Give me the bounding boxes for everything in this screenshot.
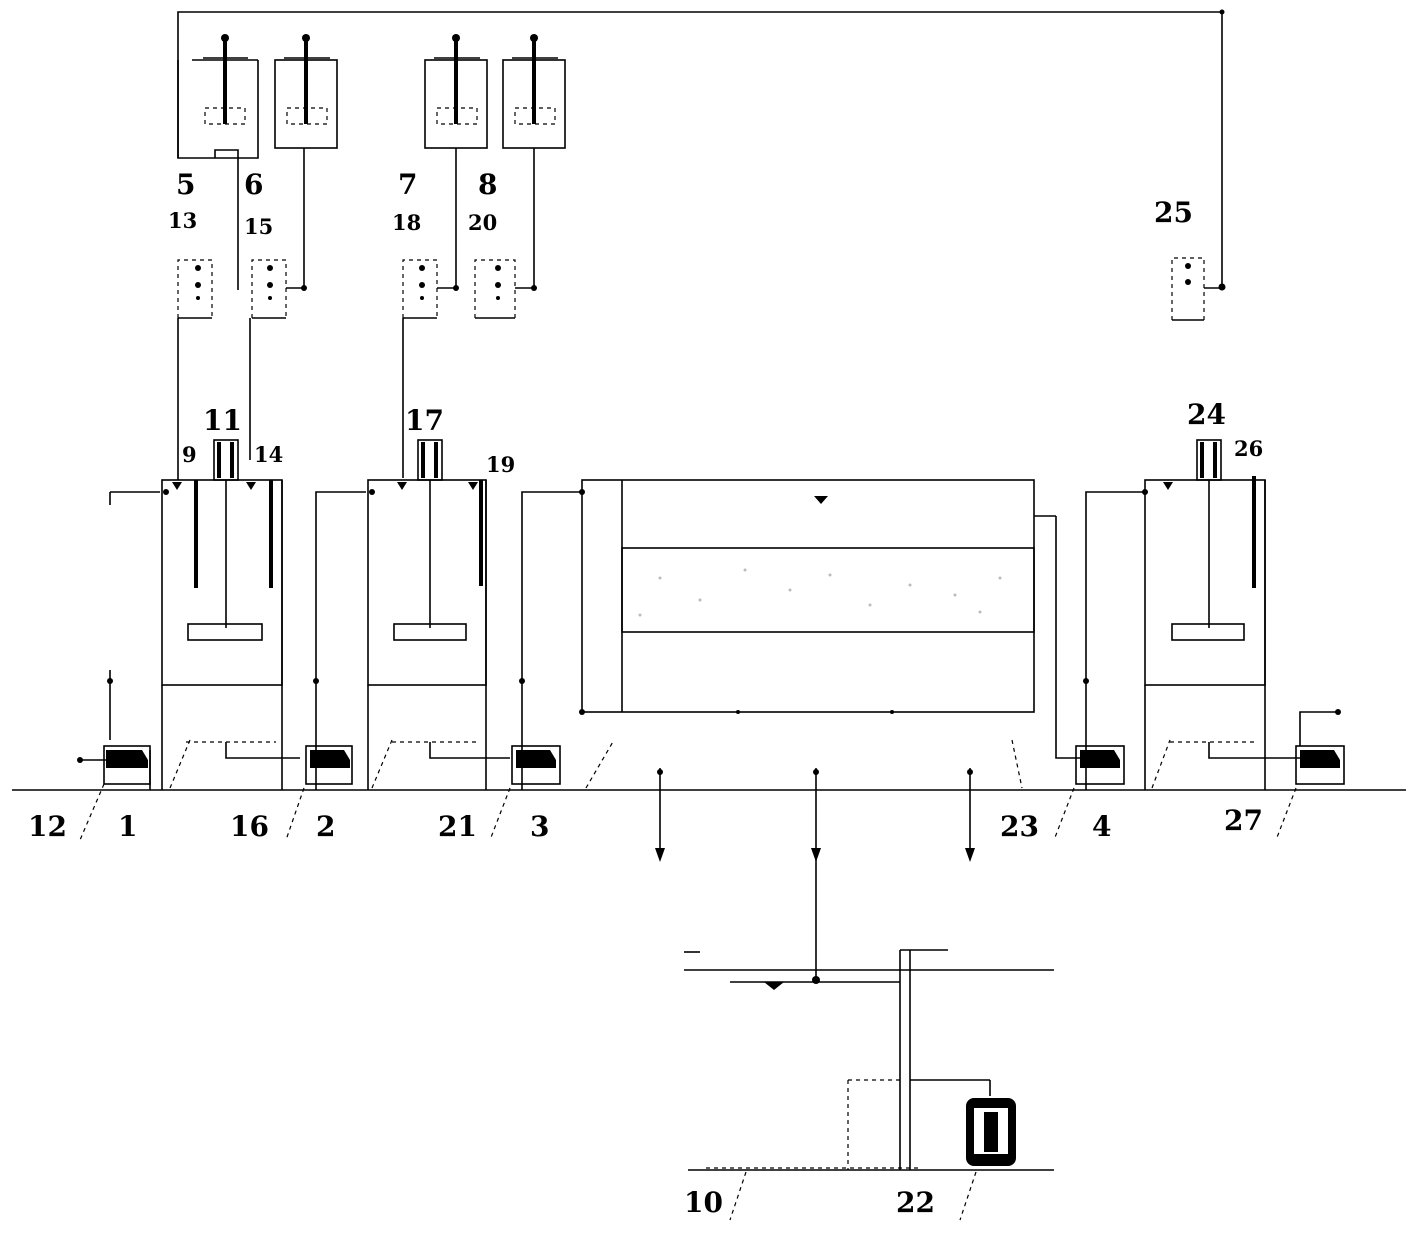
label-23: 23 (1000, 810, 1039, 843)
label-5: 5 (176, 168, 195, 201)
metering-pump-13 (177, 259, 213, 480)
diaphragm-pump-22 (959, 1098, 1016, 1221)
metering-pump-15 (249, 259, 307, 460)
pump-27 (1275, 709, 1345, 841)
pump-23 (1053, 491, 1143, 841)
reactor-tank-4 (1142, 439, 1300, 790)
filter-media (638, 568, 1002, 617)
label-9: 9 (182, 442, 197, 467)
sludge-drains (655, 768, 975, 980)
label-1: 1 (118, 810, 137, 843)
label-11: 11 (203, 404, 242, 437)
label-27: 27 (1224, 804, 1263, 837)
sludge-tank-10 (684, 949, 1054, 1221)
overhead-pipe (177, 9, 1226, 291)
label-22: 22 (896, 1186, 935, 1219)
label-2: 2 (316, 810, 335, 843)
label-25: 25 (1154, 196, 1193, 229)
metering-pump-25 (1171, 257, 1222, 321)
label-21: 21 (438, 810, 477, 843)
label-10: 10 (684, 1186, 723, 1219)
label-3: 3 (530, 810, 549, 843)
label-12: 12 (28, 810, 67, 843)
pump-12 (77, 491, 160, 841)
dosing-tank-5 (177, 34, 259, 290)
label-17: 17 (405, 404, 444, 437)
metering-pump-18 (402, 259, 459, 478)
label-4: 4 (1092, 810, 1111, 843)
label-7: 7 (398, 168, 417, 201)
dosing-tank-8 (502, 34, 566, 288)
label-8: 8 (478, 168, 497, 201)
label-26: 26 (1234, 436, 1263, 461)
label-24: 24 (1187, 398, 1226, 431)
metering-pump-20 (474, 259, 537, 319)
dosing-tank-7 (424, 34, 488, 288)
label-13: 13 (168, 208, 197, 233)
dosing-tank-6 (274, 34, 338, 288)
reactor-tank-1 (161, 439, 300, 790)
label-20: 20 (468, 210, 497, 235)
label-16: 16 (230, 810, 269, 843)
pump-21 (489, 491, 580, 841)
settling-tank-3 (579, 479, 1086, 789)
label-6: 6 (244, 168, 263, 201)
label-14: 14 (254, 442, 283, 467)
label-15: 15 (244, 214, 273, 239)
pump-16 (285, 491, 366, 841)
equipment-labels: 5 6 7 8 13 15 18 20 25 11 9 14 17 19 24 … (28, 168, 1263, 1219)
label-18: 18 (392, 210, 421, 235)
reactor-tank-2 (367, 439, 510, 790)
label-19: 19 (486, 452, 515, 477)
